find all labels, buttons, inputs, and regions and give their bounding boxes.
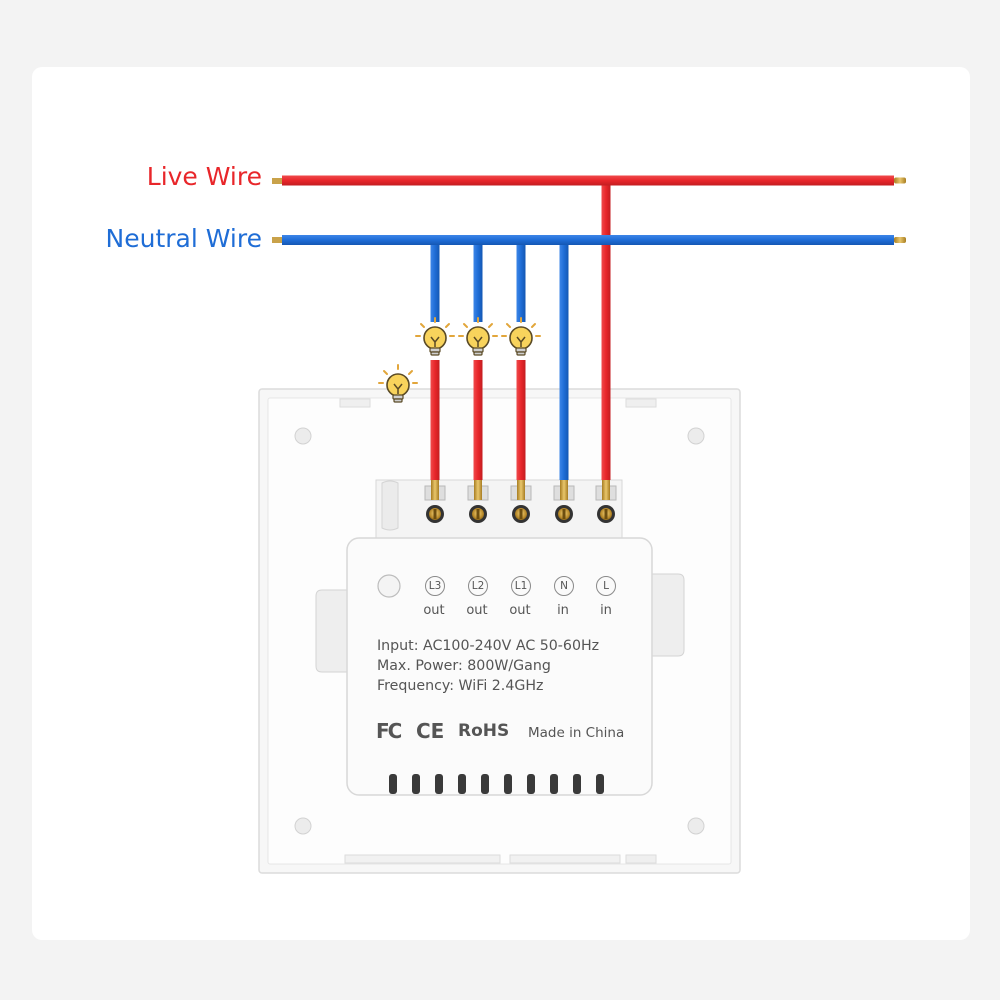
terminal-label-l2: L2 bbox=[468, 576, 488, 596]
neutral-wire-label: Neutral Wire bbox=[105, 224, 262, 253]
terminal-sub-l1: out bbox=[509, 603, 531, 618]
neutral-wire bbox=[272, 235, 906, 245]
spec-input: Input: AC100-240V AC 50-60Hz bbox=[377, 638, 600, 654]
spec-max-power: Max. Power: 800W/Gang bbox=[377, 658, 551, 674]
load-wires bbox=[430, 360, 526, 500]
live-to-terminal bbox=[601, 180, 611, 500]
live-wire bbox=[272, 175, 906, 186]
terminal-label-n: N bbox=[554, 576, 574, 596]
fc-mark: FC bbox=[376, 719, 402, 743]
terminal-screws bbox=[424, 485, 617, 523]
terminal-sub-l3: out bbox=[423, 603, 445, 618]
neutral-to-terminal bbox=[559, 240, 569, 500]
made-in-china-label: Made in China bbox=[528, 725, 625, 741]
terminal-label-l1: L1 bbox=[511, 576, 531, 596]
bulb-icon-l1 bbox=[501, 317, 541, 356]
terminal-sub-n: in bbox=[557, 603, 569, 618]
bulb-icon-l2 bbox=[458, 317, 498, 356]
terminal-label-l: L bbox=[596, 576, 616, 596]
led-window bbox=[377, 574, 401, 598]
terminal-sub-l2: out bbox=[466, 603, 488, 618]
terminal-label-l3: L3 bbox=[425, 576, 445, 596]
module-box bbox=[315, 479, 685, 796]
spec-frequency: Frequency: WiFi 2.4GHz bbox=[377, 678, 544, 694]
live-wire-label: Live Wire bbox=[146, 162, 262, 191]
ce-mark: CE bbox=[416, 719, 445, 743]
rohs-mark: RoHS bbox=[458, 721, 510, 741]
bulb-icon-indicator bbox=[378, 364, 418, 403]
bulb-icon-l3 bbox=[415, 317, 455, 356]
terminal-sub-l: in bbox=[600, 603, 612, 618]
vent-slots bbox=[389, 774, 604, 794]
neutral-drops bbox=[430, 240, 526, 322]
